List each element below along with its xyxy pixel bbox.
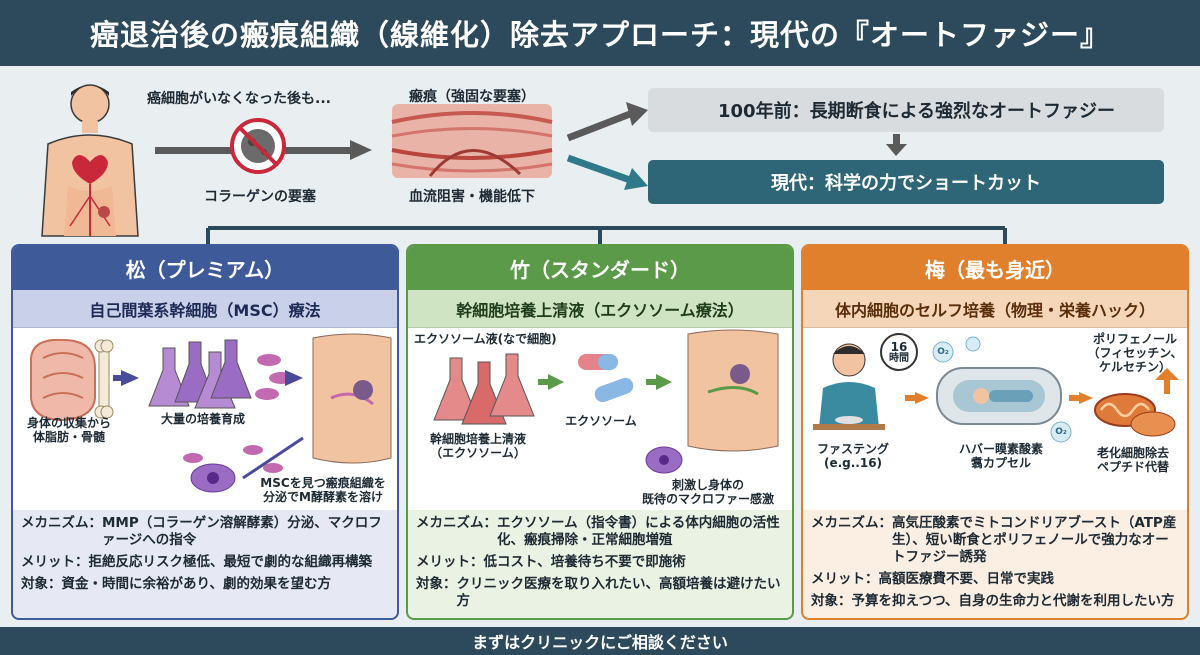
arrow-down-right-icon: [566, 154, 648, 190]
panel-title: 梅（最も身近）: [803, 246, 1187, 290]
supernatant-caption-line1: 幹細胞培養上清液: [429, 432, 526, 446]
oxygen-bubble-2: O₂: [1055, 427, 1067, 437]
person-fasting-icon: [813, 343, 885, 430]
collect-caption-line2: 体脂肪・骨髄: [32, 430, 105, 444]
panel-details: メカニズム：エクソソーム（指令書）による体内細胞の活性化、瘢痕掃除・正常細胞増殖…: [408, 510, 792, 618]
panel-subtitle: 自己間葉系幹細胞（MSC）療法: [13, 290, 397, 328]
arrow-right-icon: [113, 370, 139, 386]
blood-label: 血流阻害・機能低下: [409, 189, 535, 205]
stimulate-caption-line2: 既待のマクロファー感激: [641, 492, 774, 506]
arrow-right-icon: [905, 392, 929, 404]
mechanism-row: メカニズム：MMP（コラーゲン溶解酵素）分泌、マクロファージへの指令: [21, 515, 382, 548]
mechanism-row: メカニズム：高気圧酸素でミトコンドリアブースト（ATP産生）、短い断食とポリフェ…: [811, 515, 1177, 565]
flask-icon: [148, 339, 252, 409]
panel-subtitle: 幹細胞培養上清液（エクソソーム療法）: [408, 290, 792, 328]
stimulate-caption-line1: 刺激し身体の: [671, 478, 744, 492]
arrow-right-icon: [1069, 392, 1093, 404]
panel-bamboo: 竹（スタンダード） 幹細胞培養上清液（エクソソーム療法）: [406, 244, 794, 620]
scar-tissue-icon: [391, 104, 553, 178]
liquid-caption: エクソソーム液(なで細胞): [414, 332, 557, 346]
fasting-caption-line1: ファステング: [816, 442, 889, 456]
connector-lines: [206, 226, 1007, 246]
target-row: 対象：クリニック医療を取り入れたい、高額培養は避けたい方: [416, 576, 781, 609]
arrow-right-icon: [538, 374, 564, 390]
clock-unit: 時間: [889, 353, 909, 364]
mitochondria-icon: [1094, 393, 1176, 437]
supernatant-caption-line2: （エクソソーム）: [430, 446, 526, 460]
mechanism-row: メカニズム：エクソソーム（指令書）による体内細胞の活性化、瘢痕掃除・正常細胞増殖: [416, 515, 780, 548]
hbo-caption-line2: 翥カプセル: [970, 456, 1031, 470]
scar-label: 瘢痕（強固な要塞）: [409, 89, 535, 105]
panel-illustration: エクソソーム液(なで細胞) エクソソーム 幹細胞培養上清液 （エクソソーム） 刺…: [408, 328, 792, 510]
macrophage-cell-icon: [645, 446, 683, 474]
torso-icon: [687, 329, 779, 452]
polyphenol-caption-line1: ポリフェノール: [1092, 332, 1177, 346]
panel-details: メカニズム：MMP（コラーゲン溶解酵素）分泌、マクロファージへの指令 メリット：…: [13, 510, 397, 603]
merit-row: メリット：低コスト、培養待ち不要で即施術: [416, 554, 686, 570]
exosome-caption: エクソソーム: [565, 414, 637, 428]
clock-icon: [880, 333, 918, 371]
panel-illustration: 身体の収集から 体脂肪・骨髄 大量の培養育成 MSCを見つ瘢痕組織を 分泌でM酵…: [13, 328, 397, 510]
mito-caption-line1: 老化細胞除去: [1096, 446, 1169, 460]
collect-caption-line1: 身体の収集から: [26, 416, 111, 430]
msc-caption-line1: MSCを見つ瘢痕組織を: [260, 476, 386, 490]
past-autophagy-box: 100年前：長期断食による強烈なオートファジー: [648, 88, 1164, 132]
prohibited-cell-icon: [230, 118, 286, 174]
page-title: 癌退治後の瘢痕組織（線維化）除去アプローチ：現代の『オートファジー』: [0, 0, 1200, 66]
panel-pine: 松（プレミアム） 自己間葉系幹細胞（MSC）療法: [11, 244, 399, 620]
culture-caption: 大量の培養育成: [160, 412, 245, 426]
present-shortcut-box: 現代：科学の力でショートカット: [648, 160, 1164, 204]
arrow-up-icon: [1155, 368, 1179, 394]
target-row: 対象：資金・時間に余裕があり、劇的効果を望む方: [21, 576, 331, 592]
mito-caption-line2: ペプチド代替: [1096, 460, 1169, 474]
panel-details: メカニズム：高気圧酸素でミトコンドリアブースト（ATP産生）、短い断食とポリフェ…: [803, 510, 1187, 618]
intestine-bone-icon: [30, 338, 114, 422]
panel-title: 竹（スタンダード）: [408, 246, 792, 290]
arrow-right-icon: [646, 374, 672, 390]
oxygen-capsule-icon: [936, 367, 1062, 425]
arrow-down-icon: [886, 134, 907, 156]
msc-caption-line2: 分泌でM酵酵素を溶け: [263, 490, 383, 504]
merit-row: メリット：拒絶反応リスク極低、最短で劇的な組織再構築: [21, 554, 372, 570]
panel-subtitle: 体内細胞のセルフ培養（物理・栄養ハック）: [803, 290, 1187, 328]
merit-row: メリット：高額医療費不要、日常で実践: [811, 571, 1054, 587]
macrophage-cells-icon: [183, 436, 304, 493]
after-cancer-label: 癌細胞がいなくなった後も...: [147, 91, 331, 107]
oxygen-bubble-1: O₂: [937, 347, 949, 357]
torso-icon: [312, 333, 392, 464]
footer-cta: まずはクリニックにご相談ください: [0, 627, 1200, 655]
hbo-caption-line1: ハバー瞙素酸素: [958, 442, 1043, 456]
fasting-caption-line2: (e.g..16): [823, 456, 883, 470]
arrow-up-right-icon: [566, 102, 648, 142]
flask-icon: [433, 353, 535, 425]
body-figure-icon: [41, 84, 139, 237]
clock-hours: 16: [890, 340, 908, 354]
capsule-icon: [578, 354, 634, 403]
panel-plum: 梅（最も身近） 体内細胞のセルフ培養（物理・栄養ハック）: [801, 244, 1189, 620]
arrow-right-icon: [285, 370, 303, 386]
panel-title: 松（プレミアム）: [13, 246, 397, 290]
polyphenol-caption-line3: ケルセチン）: [1098, 360, 1171, 374]
target-row: 対象：予算を抑えつつ、自身の生命力と代謝を利用したい方: [811, 593, 1175, 609]
collagen-label: コラーゲンの要塞: [204, 189, 316, 205]
oxygen-bubble-icon: [932, 336, 1072, 443]
panel-illustration: 16 時間 O₂ O₂ ファステング (e.g..16) ハバー瞙素酸素 翥カプ…: [803, 328, 1187, 510]
polyphenol-caption-line2: （フィセッチン、: [1087, 346, 1183, 360]
